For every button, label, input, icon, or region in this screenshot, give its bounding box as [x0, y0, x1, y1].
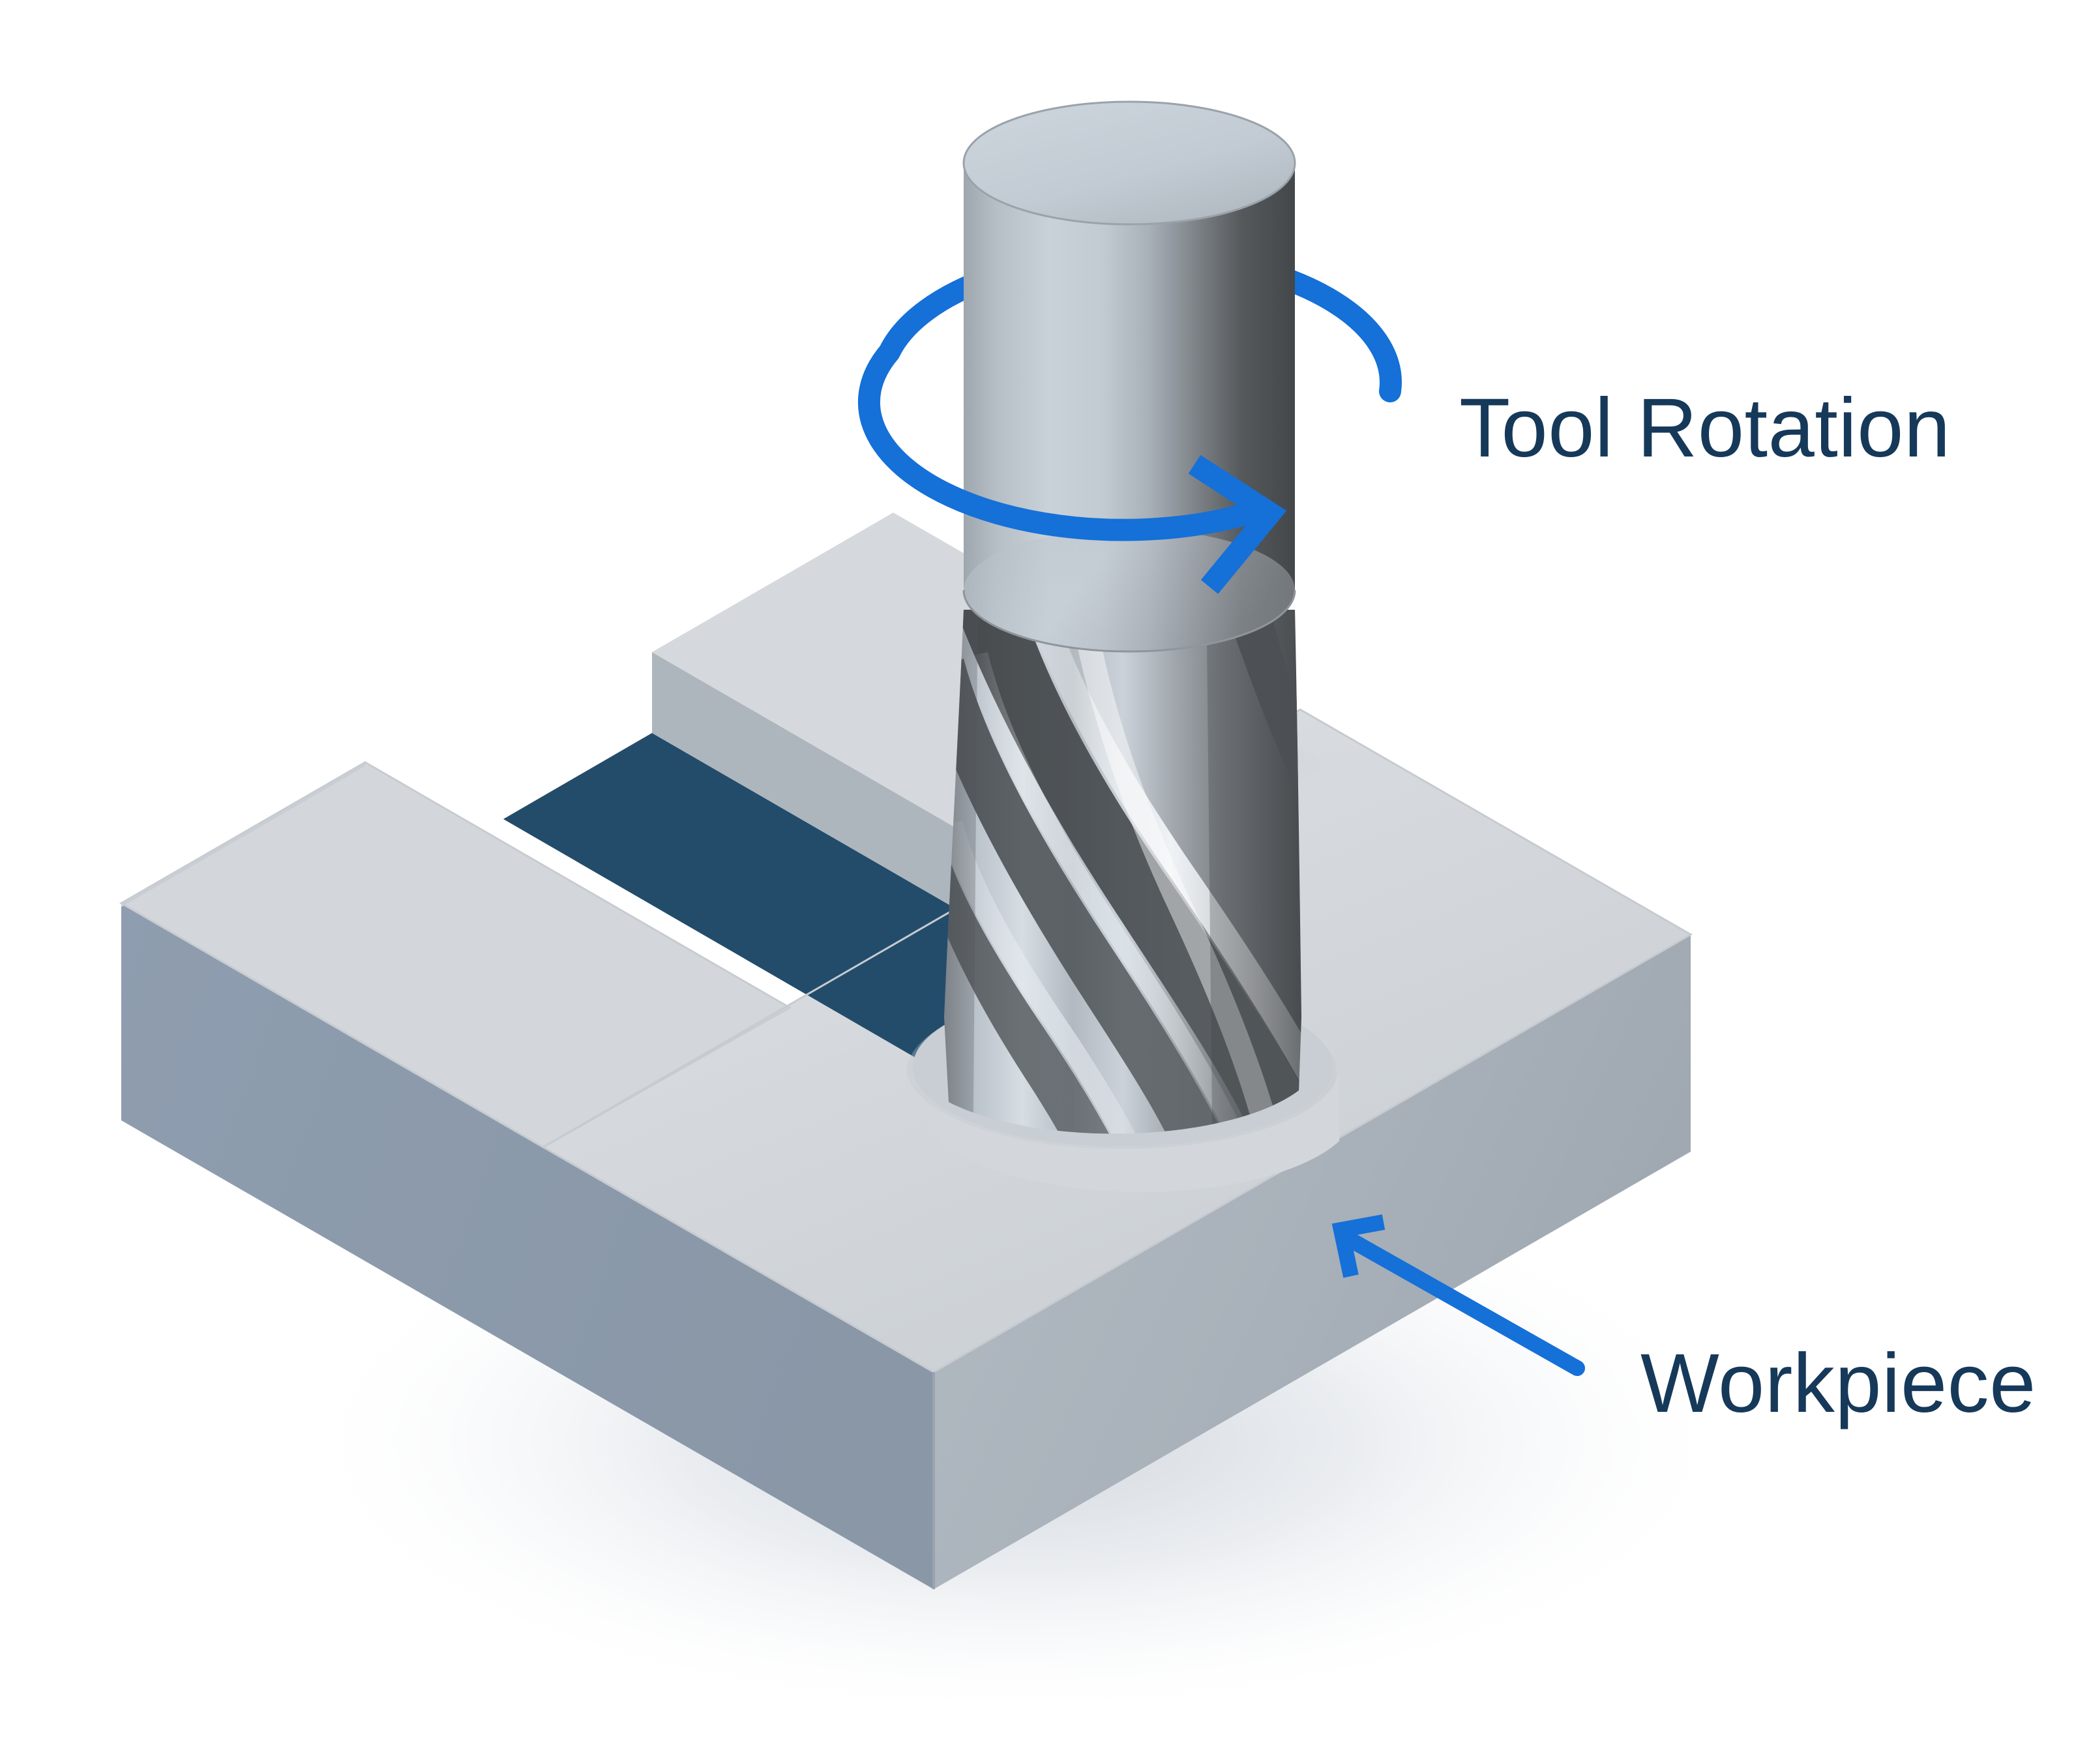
flute-groove-2 [944, 659, 1242, 1134]
flute-right-shading [1206, 610, 1301, 1134]
shank-top-face [964, 102, 1295, 224]
flute-land-highlight-3 [944, 820, 1168, 1134]
workpiece-arrow-head [1331, 1214, 1386, 1278]
workpiece-leader-line [1347, 1234, 1585, 1376]
workpiece-top-edge-highlight [119, 761, 792, 1148]
flute-land-highlight-1 [1018, 610, 1301, 1134]
shank-top-rim [962, 100, 1296, 226]
workpiece-right-face [934, 934, 1691, 1589]
tool-rotation-label: Tool Rotation [1459, 381, 1951, 475]
tool-rotation-arc-front [857, 341, 1287, 594]
end-mill-shank [962, 100, 1296, 653]
flute-groove-1 [949, 610, 1301, 1134]
end-mill-flutes [906, 610, 1339, 1192]
flute-groove-4 [1219, 610, 1301, 792]
workpiece-left-face [121, 903, 934, 1589]
workpiece-label: Workpiece [1640, 1337, 2036, 1430]
rotation-arrow-head [1188, 455, 1287, 594]
shank-bottom-edge [962, 590, 1296, 653]
flute-land-highlight-2 [964, 652, 1264, 1134]
workpiece-front-rail-top [121, 762, 790, 1147]
flute-hole-rim-occlusion [906, 1067, 1339, 1192]
shank-bottom-face [964, 529, 1295, 651]
workpiece-leader-arrow [1331, 1214, 1585, 1376]
rotation-arc-front-path [857, 341, 1253, 541]
flute-groove-3 [944, 827, 1142, 1134]
flute-center-sheen [1069, 610, 1283, 1134]
